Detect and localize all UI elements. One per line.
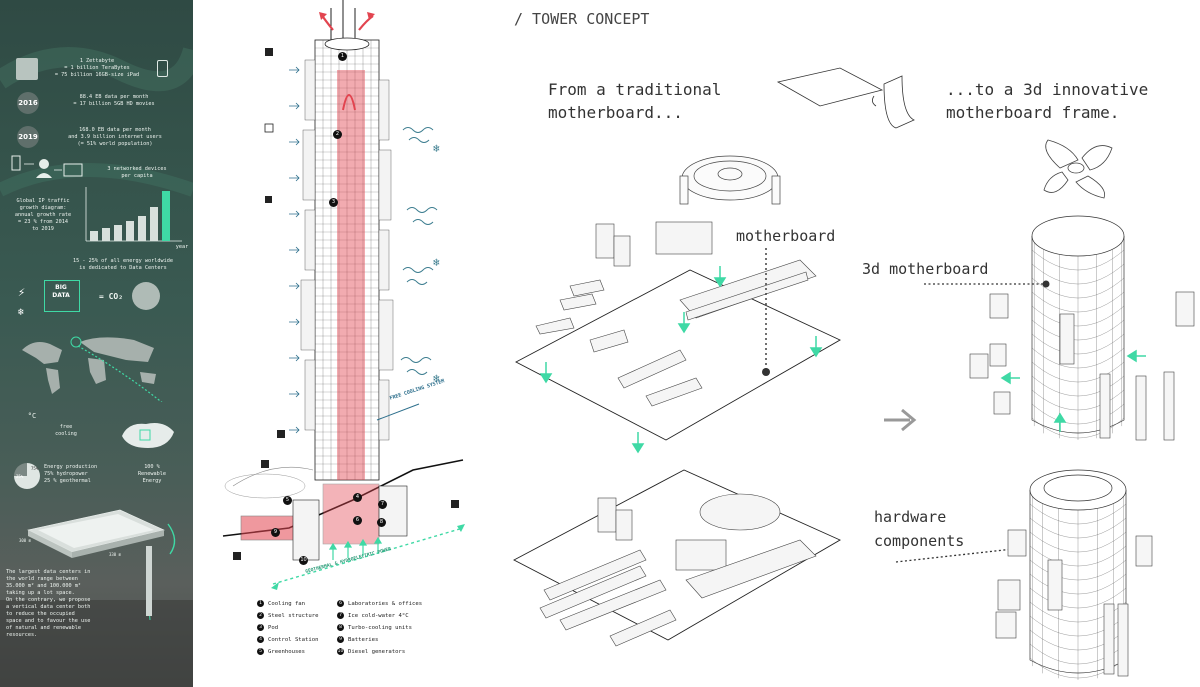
legend-item: 10 Diesel generators [337, 648, 405, 655]
tower-marker-3: 3 [329, 198, 338, 207]
legend-label: Steel structure [268, 613, 319, 619]
legend-item: 8 Turbo-cooling units [337, 624, 412, 631]
aurora-background [0, 46, 193, 687]
tower-marker-8: 8 [377, 518, 386, 527]
year-2019-badge: 2019 [17, 126, 39, 148]
motherboard-3d-label: 3d motherboard [862, 260, 989, 278]
largest-text: The largest data centers in the world ra… [6, 569, 91, 639]
legend-label: Control Station [268, 637, 319, 643]
legend-number: 5 [257, 648, 264, 655]
text-2016: 88.4 EB data per month = 17 billion 5GB … [73, 94, 155, 108]
tower-marker-4: 4 [353, 493, 362, 502]
legend-label: Ice cold-water 4°C [348, 613, 409, 619]
hardware-line-2: components [874, 532, 965, 550]
zettabyte-text: 1 Zettabyte = 1 billion TeraBytes = 75 b… [54, 58, 140, 79]
hardware-line-1: hardware [874, 508, 947, 526]
traffic-text: Global IP traffic growth diagram: annual… [14, 198, 72, 233]
big-data-box [44, 280, 80, 312]
tower-legend: 1 Cooling fan 2 Steel structure 3 Pod 4 Control… [257, 600, 497, 680]
legend-item: 2 Steel structure [257, 612, 319, 619]
devices-text: 3 networked devices per capita [107, 166, 167, 180]
legend-item: 6 Laboratories & offices [337, 600, 422, 607]
traffic-bar-chart [85, 187, 182, 242]
legend-item: 1 Cooling fan [257, 600, 305, 607]
year-2016-badge: 2016 [17, 92, 39, 114]
free-cooling-text: free cooling [55, 424, 77, 438]
lightning-icon: ⚡ [18, 285, 26, 299]
legend-number: 6 [337, 600, 344, 607]
legend-number: 4 [257, 636, 264, 643]
tower-marker-9: 9 [271, 528, 280, 537]
tower-section: ❄ ❄ ❄ 1 2 3 4 5 6 7 8 9 10 [193, 0, 500, 687]
year-axis-label: year [175, 244, 189, 250]
legend-label: Greenhouses [268, 649, 306, 655]
legend-item: 5 Greenhouses [257, 648, 305, 655]
co2-label: = CO₂ [98, 292, 124, 301]
iceland-map [122, 423, 174, 448]
legend-item: 3 Pod [257, 624, 278, 631]
tablet-icon [157, 60, 168, 77]
big-data-label: BIG DATA [52, 284, 70, 300]
tower-marker-5: 5 [283, 496, 292, 505]
tower-marker-1: 1 [338, 52, 347, 61]
legend-item: 7 Ice cold-water 4°C [337, 612, 409, 619]
svg-text:❄: ❄ [433, 372, 440, 385]
legend-label: Pod [268, 625, 279, 631]
tower-marker-10: 10 [299, 556, 308, 565]
infographic-panel: 1 Zettabyte = 1 billion TeraBytes = 75 b… [0, 0, 193, 687]
legend-number: 2 [257, 612, 264, 619]
legend-number: 1 [257, 600, 264, 607]
footprint-illustration [27, 509, 176, 621]
from-line-1: From a traditional [548, 80, 722, 99]
legend-number: 3 [257, 624, 264, 631]
renewable-text: 100 % Renewable Energy [137, 464, 167, 485]
legend-number: 7 [337, 612, 344, 619]
energy-production-text: Energy production 75% hydropower 25 % ge… [44, 464, 98, 485]
globe-icon [132, 282, 160, 310]
from-line-2: motherboard... [548, 103, 683, 122]
pie-75: 75% [31, 466, 39, 471]
svg-text:❄: ❄ [433, 142, 440, 155]
tower-marker-2: 2 [333, 130, 342, 139]
svg-text:❄: ❄ [433, 256, 440, 269]
legend-label: Diesel generators [348, 649, 406, 655]
legend-label: Laboratories & offices [348, 601, 423, 607]
legend-item: 9 Batteries [337, 636, 378, 643]
tower-marker-7: 7 [378, 500, 387, 509]
legend-label: Turbo-cooling units [348, 625, 412, 631]
tower-concept: / TOWER CONCEPT From a traditional mothe… [500, 0, 1200, 687]
devices-icon [11, 155, 83, 178]
temp-label: °C [27, 412, 37, 420]
legend-number: 10 [337, 648, 344, 655]
energy-text: 15 - 25% of all energy worldwide is dedi… [73, 258, 173, 272]
legend-item: 4 Control Station [257, 636, 319, 643]
legend-number: 8 [337, 624, 344, 631]
motherboard-label: motherboard [736, 227, 836, 245]
legend-label: Batteries [348, 637, 379, 643]
world-map [22, 336, 163, 402]
to-line-2: motherboard frame. [946, 103, 1120, 122]
snowflake-icon: ❄ [18, 307, 25, 318]
energy-pie [14, 463, 40, 489]
text-2019: 168.0 EB data per month and 3.9 billion … [68, 127, 162, 148]
concept-title: / TOWER CONCEPT [514, 10, 650, 28]
legend-label: Cooling fan [268, 601, 306, 607]
to-line-1: ...to a 3d innovative [946, 80, 1149, 99]
pie-25: 25% [16, 474, 24, 479]
data-icon [16, 58, 38, 80]
tower-drawing: ❄ ❄ ❄ [222, 0, 465, 590]
legend-number: 9 [337, 636, 344, 643]
tower-marker-6: 6 [353, 516, 362, 525]
concept-drawings [513, 67, 1195, 680]
dim-b: 330 m [108, 552, 122, 557]
dim-a: 300 m [18, 538, 32, 543]
